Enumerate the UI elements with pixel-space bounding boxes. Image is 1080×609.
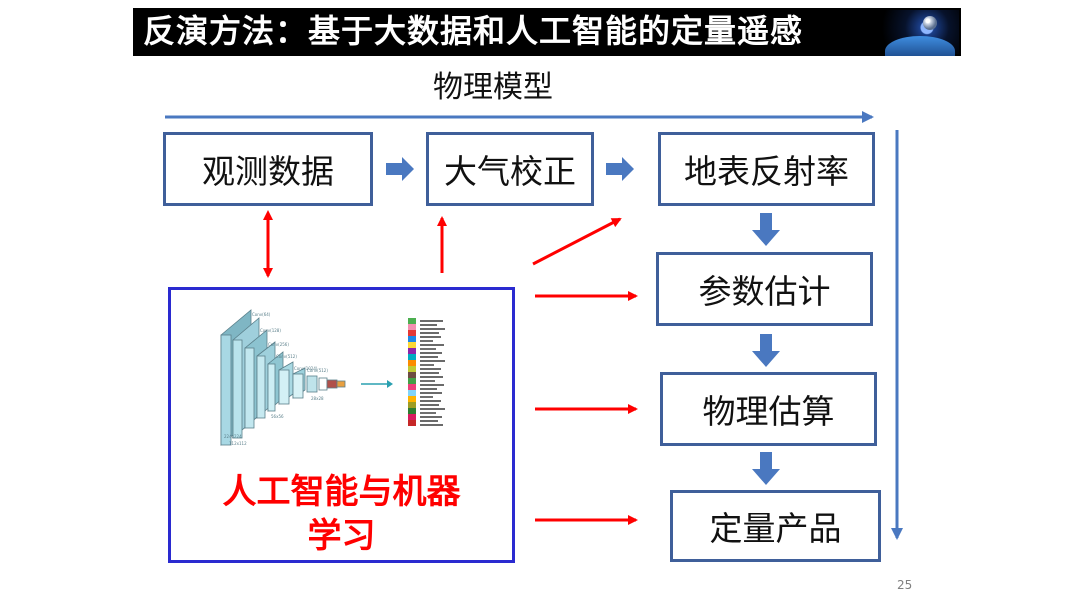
observation-data-box: 观测数据 [163, 132, 373, 206]
svg-text:28x28: 28x28 [311, 396, 324, 401]
ml-label: 人工智能与机器学习 [171, 470, 512, 558]
cnn-network-icon: Conv(64) Conv(128) Conv(256) Conv(512) C… [220, 309, 445, 446]
page-number: 25 [897, 578, 913, 592]
ml-label-line-2: 学习 [307, 516, 376, 556]
surface-reflectance-box: 地表反射率 [658, 132, 875, 206]
svg-text:Conv(64): Conv(64) [252, 312, 271, 317]
svg-text:Conv(1024): Conv(1024) [294, 366, 318, 371]
page-title: 反演方法：基于大数据和人工智能的定量遥感 [143, 12, 804, 50]
block-arrows [386, 157, 780, 485]
quantitative-products-box: 定量产品 [670, 490, 881, 562]
title-bar: 反演方法：基于大数据和人工智能的定量遥感 [133, 8, 961, 56]
svg-text:56x56: 56x56 [271, 414, 284, 419]
svg-text:Conv(512): Conv(512) [276, 354, 297, 359]
ml-label-line-1: 人工智能与机器 [222, 472, 461, 512]
svg-text:Conv(512): Conv(512) [307, 368, 328, 373]
ml-surface-arrow [532, 217, 622, 266]
svg-text:224x224: 224x224 [224, 434, 242, 439]
svg-text:112x112: 112x112 [229, 441, 247, 446]
atmospheric-correction-box: 大气校正 [426, 132, 594, 206]
svg-text:Conv(256): Conv(256) [268, 342, 289, 347]
parameter-estimation-box: 参数估计 [656, 252, 873, 326]
ml-box: Conv(64) Conv(128) Conv(256) Conv(512) C… [168, 287, 515, 563]
physical-estimation-box: 物理估算 [660, 372, 877, 446]
space-earth-thumbnail-icon [879, 10, 959, 56]
svg-text:Conv(128): Conv(128) [260, 328, 281, 333]
classification-legend-icon [408, 318, 445, 426]
flow-label: 物理模型 [433, 70, 553, 105]
